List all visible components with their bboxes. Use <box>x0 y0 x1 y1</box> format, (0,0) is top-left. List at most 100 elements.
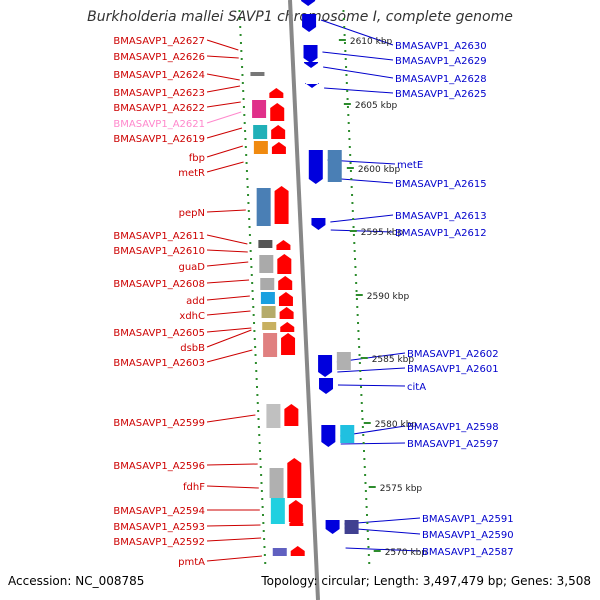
tick-dot <box>346 106 349 108</box>
tick-dot <box>342 10 345 12</box>
tick-dot <box>362 442 365 444</box>
tick-dot <box>251 298 254 300</box>
tick-dot <box>366 530 369 532</box>
gene-arrow <box>276 240 291 250</box>
tick-dot <box>255 370 258 372</box>
reverse-gene <box>305 83 320 88</box>
tick-dot <box>238 10 241 12</box>
gene-label-right: BMASAVP1_A2615 <box>395 179 487 190</box>
tick-dot <box>366 522 369 524</box>
leader-line-left <box>206 209 246 213</box>
tick-label: 2570 kbp <box>385 548 428 558</box>
reverse-gene <box>325 520 340 534</box>
tick-dot <box>361 426 364 428</box>
gene-label-left: BMASAVP1_A2596 <box>113 461 205 472</box>
tick-dot <box>367 554 370 556</box>
tick-dot <box>363 450 365 452</box>
tick-dot <box>360 394 363 396</box>
leader-line-right <box>322 51 394 61</box>
tick-dot <box>368 562 371 564</box>
leader-line-left <box>206 55 239 59</box>
tick-dot <box>350 178 353 180</box>
gene-label-right: BMASAVP1_A2587 <box>422 547 514 558</box>
reverse-gene <box>321 425 336 447</box>
gene-label-right: BMASAVP1_A2613 <box>395 211 487 222</box>
gene-label-left: BMASAVP1_A2621 <box>113 119 205 130</box>
gene-label-right: BMASAVP1_A2629 <box>395 56 487 67</box>
tick-dot <box>250 266 253 268</box>
tick-dot <box>256 394 259 396</box>
gene-box <box>256 188 271 226</box>
leader-line-left <box>206 414 256 423</box>
gene-arrow <box>302 14 317 32</box>
tick-dot <box>345 82 348 84</box>
tick-dot <box>346 98 349 100</box>
tick-mark <box>373 550 381 552</box>
tick-dot <box>344 50 347 52</box>
tick-dot <box>262 522 265 524</box>
tick-dot <box>362 434 365 436</box>
tick-dot <box>346 90 349 92</box>
gene-box <box>270 498 285 524</box>
tick-dot <box>359 370 362 372</box>
gene-label-right: BMASAVP1_A2630 <box>395 41 487 52</box>
tick-mark <box>349 230 357 232</box>
leader-line-left <box>206 295 250 301</box>
gene-label-right: BMASAVP1_A2590 <box>422 530 514 541</box>
tick-dot <box>342 18 345 20</box>
tick-dot <box>251 282 254 284</box>
leader-line-left <box>206 39 239 51</box>
tick-mark <box>368 486 376 488</box>
gene-box <box>336 352 351 370</box>
gene-label-right: BMASAVP1_A2591 <box>422 514 514 525</box>
leader-line-left <box>206 145 243 158</box>
forward-gene <box>280 322 295 332</box>
tick-dot <box>347 114 350 116</box>
leader-line-left <box>206 261 249 267</box>
tick-dot <box>258 442 261 444</box>
gene-box <box>253 141 268 154</box>
leader-line-left <box>206 485 259 489</box>
gene-label-right: metE <box>397 160 423 171</box>
tick-dot <box>264 562 267 564</box>
tick-mark <box>355 294 363 296</box>
tick-dot <box>259 450 261 452</box>
gene-label-left: pmtA <box>178 557 205 568</box>
tick-dot <box>257 426 260 428</box>
gene-arrow <box>281 333 296 355</box>
tick-dot <box>252 306 255 308</box>
tick-dot <box>248 218 251 220</box>
reverse-gene <box>304 62 319 68</box>
forward-gene <box>278 276 293 290</box>
gene-box <box>272 548 287 556</box>
tick-dot <box>367 538 370 540</box>
gene-label-left: fbp <box>189 153 205 164</box>
gene-box <box>260 292 275 304</box>
gene-label-left: BMASAVP1_A2622 <box>113 103 205 114</box>
tick-dot <box>249 250 252 252</box>
gene-label-left: BMASAVP1_A2593 <box>113 522 205 533</box>
gene-box <box>327 150 342 182</box>
tick-dot <box>363 458 366 460</box>
tick-dot <box>261 514 264 516</box>
tick-dot <box>352 226 355 228</box>
tick-dot <box>354 266 357 268</box>
gene-arrow <box>270 103 285 121</box>
tick-dot <box>345 66 348 68</box>
gene-label-left: BMASAVP1_A2610 <box>113 246 205 257</box>
tick-dot <box>357 322 360 324</box>
tick-label: 2590 kbp <box>367 292 410 302</box>
tick-dot <box>260 482 263 484</box>
map-title: Burkholderia mallei SAVP1 chromosome I, … <box>87 9 513 25</box>
tick-dot <box>358 362 361 364</box>
gene-label-right: BMASAVP1_A2597 <box>407 439 499 450</box>
tick-label: 2585 kbp <box>372 355 415 365</box>
tick-dot <box>357 330 360 332</box>
leader-line-right <box>324 87 394 94</box>
gene-box <box>253 125 268 139</box>
tick-dot <box>239 26 242 28</box>
gene-label-left: BMASAVP1_A2619 <box>113 134 205 145</box>
tick-dot <box>344 58 347 60</box>
